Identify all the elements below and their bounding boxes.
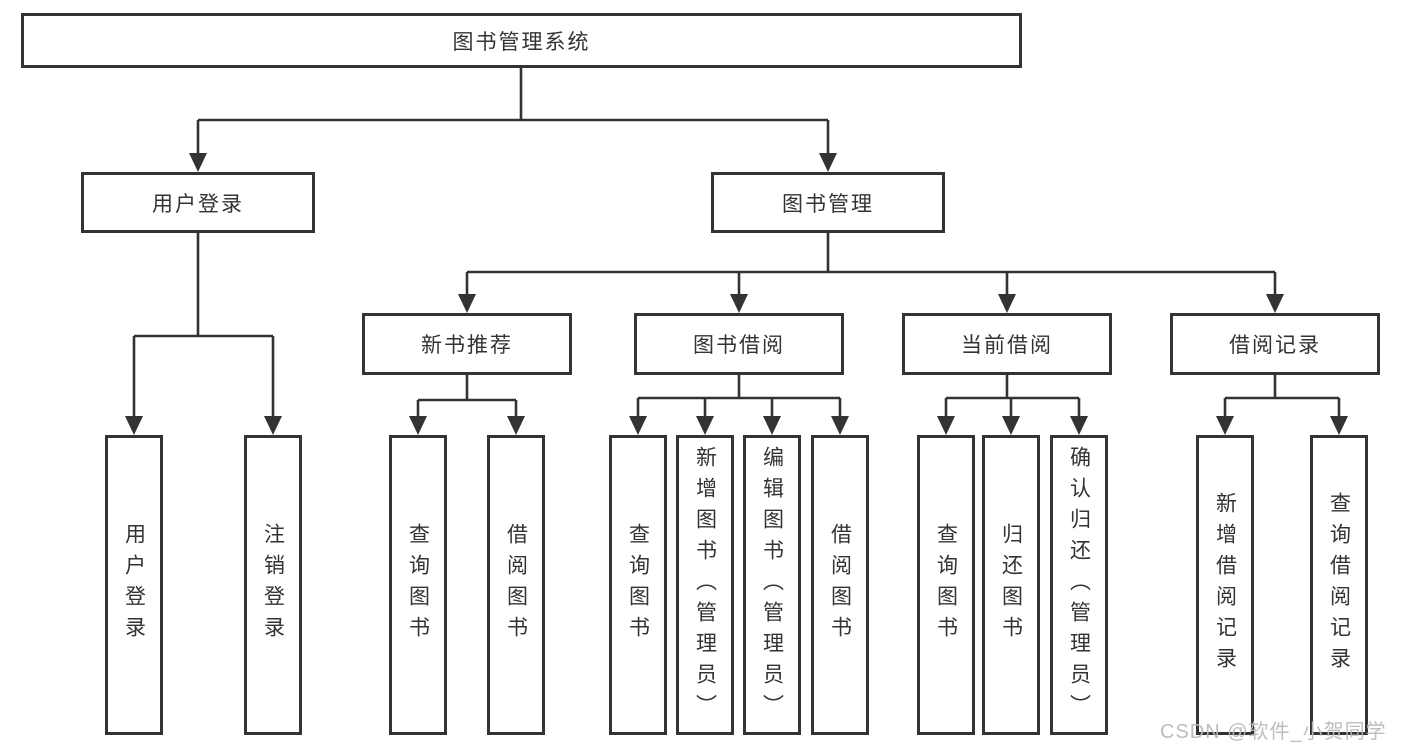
leaf-add-borrow-record: 新增借阅记录 xyxy=(1196,435,1254,735)
leaf-add-books-admin: 新增图书（管理员） xyxy=(676,435,734,735)
leaf-borrow-books: 借阅图书 xyxy=(487,435,545,735)
leaf-label: 确认归还（管理员） xyxy=(1067,445,1091,725)
leaf-label: 编辑图书（管理员） xyxy=(760,445,784,725)
leaf-label: 新增借阅记录 xyxy=(1213,492,1237,678)
leaf-label: 查询图书 xyxy=(406,523,430,647)
leaf-query-books: 查询图书 xyxy=(609,435,667,735)
leaf-label: 查询借阅记录 xyxy=(1327,492,1351,678)
node-new-book-recommendation: 新书推荐 xyxy=(362,313,572,375)
leaf-return-books: 归还图书 xyxy=(982,435,1040,735)
leaf-logout: 注销登录 xyxy=(244,435,302,735)
leaf-label: 归还图书 xyxy=(999,523,1023,647)
leaf-borrow-books: 借阅图书 xyxy=(811,435,869,735)
leaf-label: 查询图书 xyxy=(934,523,958,647)
leaf-label: 新增图书（管理员） xyxy=(693,445,717,725)
leaf-label: 借阅图书 xyxy=(504,523,528,647)
leaf-user-login: 用户登录 xyxy=(105,435,163,735)
leaf-confirm-return-admin: 确认归还（管理员） xyxy=(1050,435,1108,735)
leaf-query-books: 查询图书 xyxy=(917,435,975,735)
leaf-label: 用户登录 xyxy=(122,523,146,647)
csdn-watermark: CSDN @软件_小贺同学 xyxy=(1160,721,1387,743)
node-library-management-system: 图书管理系统 xyxy=(21,13,1022,68)
leaf-label: 注销登录 xyxy=(261,523,285,647)
leaf-label: 查询图书 xyxy=(626,523,650,647)
leaf-query-borrow-record: 查询借阅记录 xyxy=(1310,435,1368,735)
leaf-edit-books-admin: 编辑图书（管理员） xyxy=(743,435,801,735)
node-borrowing-records: 借阅记录 xyxy=(1170,313,1380,375)
node-current-borrowing: 当前借阅 xyxy=(902,313,1112,375)
node-user-login: 用户登录 xyxy=(81,172,315,233)
leaf-query-books: 查询图书 xyxy=(389,435,447,735)
leaf-label: 借阅图书 xyxy=(828,523,852,647)
node-book-borrowing: 图书借阅 xyxy=(634,313,844,375)
node-book-management: 图书管理 xyxy=(711,172,945,233)
